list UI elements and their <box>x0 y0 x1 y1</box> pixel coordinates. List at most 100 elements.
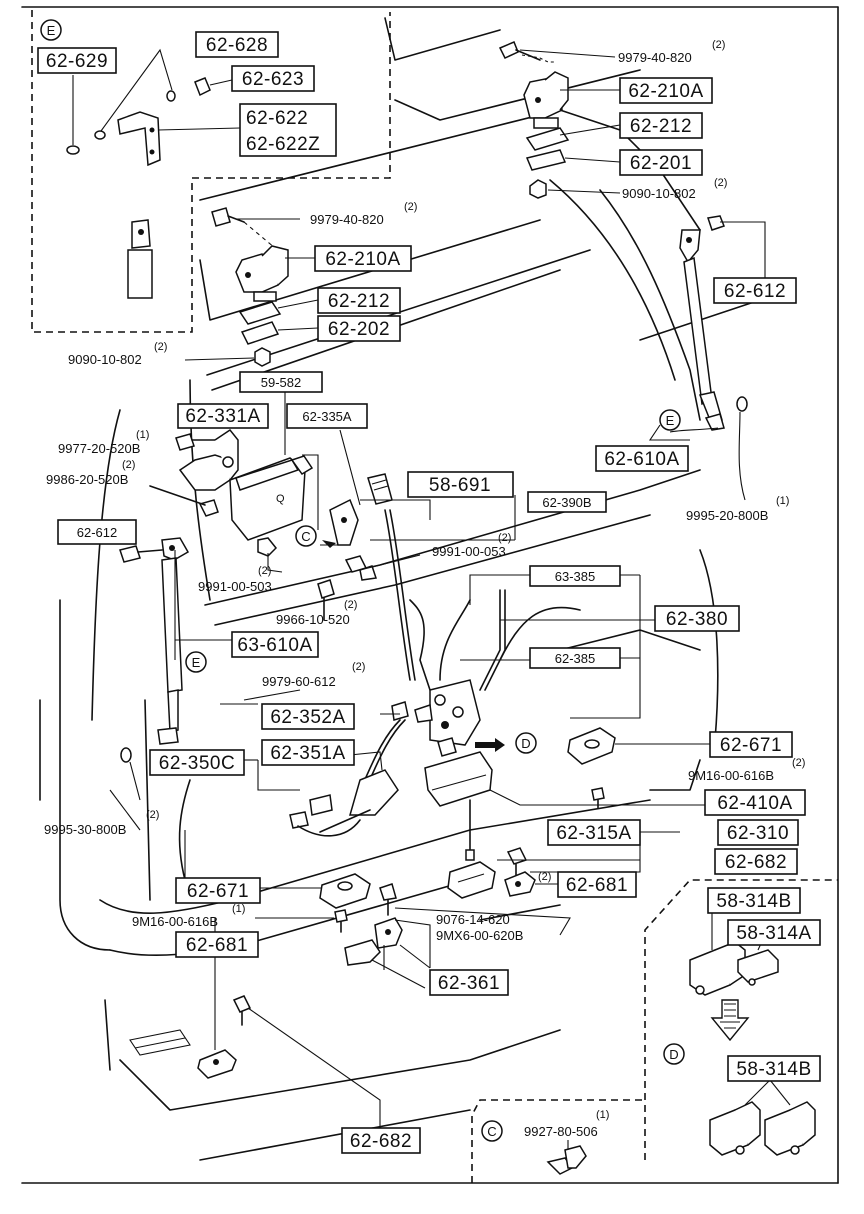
box-62-628 <box>195 31 279 58</box>
label-58-314b-bottom: 58-314B <box>736 1059 811 1080</box>
callout-e-inset-text: E <box>47 23 56 38</box>
box-62-390b <box>527 491 607 513</box>
callout-e-right <box>659 409 681 431</box>
box-62-201 <box>619 149 703 176</box>
qty-9927-80-506: (1) <box>596 1109 609 1121</box>
box-62-671-left <box>175 877 261 904</box>
qty-9m16-00-616b-right: (2) <box>792 757 805 769</box>
inset-d-border <box>644 879 838 1160</box>
upper-hinge-group <box>498 41 621 199</box>
label-9977-20-520b: 9977-20-520B <box>58 441 140 456</box>
box-62-682-right <box>714 848 798 875</box>
label-58-314b-top: 58-314B <box>716 891 791 912</box>
box-62-681-right <box>557 871 637 898</box>
box-62-622 <box>239 103 337 157</box>
box-62-350c <box>149 749 245 776</box>
label-62-212-mid: 62-212 <box>328 291 390 312</box>
box-62-623 <box>231 65 315 92</box>
label-62-390b: 62-390B <box>542 495 591 510</box>
box-62-315a <box>547 819 641 846</box>
box-62-682-bottom <box>341 1127 421 1154</box>
label-59-582: 59-582 <box>261 375 301 390</box>
qty-9090-10-802-top: (2) <box>714 177 727 189</box>
label-9m16-00-616b-right: 9M16-00-616B <box>688 768 774 783</box>
label-63-610a: 63-610A <box>237 635 312 656</box>
qty-9995-30-800b: (2) <box>146 809 159 821</box>
label-62-380: 62-380 <box>666 609 728 630</box>
label-62-629: 62-629 <box>46 51 108 72</box>
label-9090-10-802-mid: 9090-10-802 <box>68 352 142 367</box>
label-9979-40-820-top: 9979-40-820 <box>618 50 692 65</box>
qty-9m16-00-616b-left: (1) <box>232 903 245 915</box>
label-9991-00-053: 9991-00-053 <box>432 544 506 559</box>
callout-d-main <box>515 732 537 754</box>
label-9991-00-503: 9991-00-503 <box>198 579 272 594</box>
qty-62-681-right: (2) <box>538 871 551 883</box>
box-62-385 <box>529 647 621 669</box>
box-58-691 <box>407 471 514 498</box>
label-62-331a: 62-331A <box>185 406 260 427</box>
box-62-212-mid <box>317 287 401 314</box>
right-strut-group <box>669 215 766 501</box>
callout-d-main-text: D <box>521 736 530 751</box>
label-62-201: 62-201 <box>630 153 692 174</box>
box-62-352a <box>261 703 355 730</box>
qty-9995-20-800b: (1) <box>776 495 789 507</box>
qty-9979-60-612: (2) <box>352 661 365 673</box>
label-62-623: 62-623 <box>242 69 304 90</box>
label-58-691: 58-691 <box>429 475 491 496</box>
inset-d-parts <box>689 905 816 1156</box>
label-58-314a: 58-314A <box>736 923 811 944</box>
lower-parts <box>109 789 571 1128</box>
label-62-628: 62-628 <box>206 35 268 56</box>
qty-9977-20-520b: (1) <box>136 429 149 441</box>
box-62-310 <box>717 819 799 846</box>
box-62-410a <box>704 789 806 816</box>
label-9mx6-00-620b: 9MX6-00-620B <box>436 928 523 943</box>
box-62-629 <box>37 47 117 74</box>
label-62-610a: 62-610A <box>604 449 679 470</box>
box-62-335a <box>286 403 368 429</box>
box-62-202 <box>317 315 401 342</box>
qty-9979-40-820-mid: (2) <box>404 201 417 213</box>
label-9927-80-506: 9927-80-506 <box>524 1124 598 1139</box>
label-62-410a: 62-410A <box>717 793 792 814</box>
wiper-motor-group: Q <box>149 378 314 573</box>
latch-group <box>302 429 516 621</box>
callout-c-inset-text: C <box>487 1124 496 1139</box>
label-9076-14-620: 9076-14-620 <box>436 912 510 927</box>
label-62-335a: 62-335A <box>302 409 351 424</box>
inset-c-border <box>471 1099 645 1183</box>
middle-hinge-group <box>184 207 319 367</box>
box-62-681-left <box>175 931 259 958</box>
svg-text:Q: Q <box>276 493 285 505</box>
box-62-210a-mid <box>314 245 412 272</box>
inset-e-border <box>31 10 391 333</box>
label-62-671-left: 62-671 <box>187 881 249 902</box>
box-58-314b-top <box>707 887 801 914</box>
callout-d-inset-text: D <box>669 1047 678 1062</box>
label-9995-30-800b: 9995-30-800B <box>44 822 126 837</box>
box-62-610a <box>595 445 689 472</box>
label-9966-10-520: 9966-10-520 <box>276 612 350 627</box>
box-58-314a <box>727 919 821 946</box>
qty-9986-20-520b: (2) <box>122 459 135 471</box>
label-63-385: 63-385 <box>555 569 595 584</box>
callout-e-left-text: E <box>192 655 201 670</box>
label-62-351a: 62-351A <box>270 743 345 764</box>
box-63-385 <box>529 565 621 587</box>
lock-mechanism <box>220 679 705 861</box>
box-62-212-top <box>619 112 703 139</box>
box-62-612-right <box>713 277 797 304</box>
label-62-385: 62-385 <box>555 651 595 666</box>
qty-9090-10-802-mid: (2) <box>154 341 167 353</box>
box-59-582 <box>239 371 323 393</box>
box-63-610a <box>231 631 319 658</box>
left-strut-group <box>119 537 232 801</box>
callout-c-main-text: C <box>301 529 310 544</box>
box-62-331a <box>177 403 269 429</box>
box-58-314b-bottom <box>727 1055 821 1082</box>
label-62-315a: 62-315A <box>556 823 631 844</box>
box-62-361 <box>429 969 509 996</box>
